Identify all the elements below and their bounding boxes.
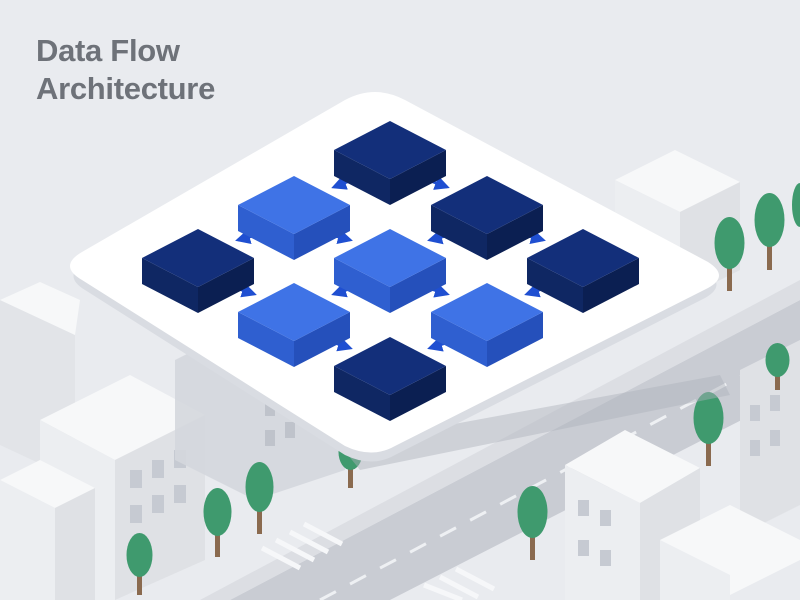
sidewalk [200,280,800,600]
tree-icon [792,183,800,227]
block-top-face [142,229,254,287]
crosswalk [260,521,496,600]
diagram-title: Data Flow Architecture [36,32,215,108]
title-line-2: Architecture [36,71,216,106]
block-top-face [527,229,639,287]
block-left-face [431,205,487,260]
flow-nodes [142,121,639,421]
block-left-face [334,366,390,421]
platform-shadow [340,375,730,470]
data-block-n4 [142,229,254,313]
tree-icon [754,193,785,270]
tree-icon [203,488,232,557]
block-left-face [431,312,487,367]
block-top-face [334,337,446,395]
block-top-face [431,176,543,234]
data-block-n6 [527,229,639,313]
data-block-n2 [238,176,350,260]
city-background [0,150,800,600]
data-block-n1 [334,121,446,205]
block-top-face [334,229,446,287]
block-right-face [390,150,446,205]
block-top-face [238,283,350,341]
tree-icon [693,392,724,466]
tree-icon [714,217,745,291]
data-block-n8 [431,283,543,367]
building-right-mid [740,340,800,535]
tree-icon [245,462,274,534]
data-block-n7 [238,283,350,367]
tree-icon [126,533,153,595]
block-top-face [238,176,350,234]
building-right-corner [660,505,800,600]
tree-icon [517,486,548,560]
building-left-bottom [0,460,95,600]
block-right-face [583,258,639,313]
block-right-face [390,258,446,313]
block-right-face [294,312,350,367]
block-top-face [431,283,543,341]
block-left-face [238,312,294,367]
title-line-1: Data Flow [36,33,180,68]
block-right-face [294,205,350,260]
block-left-face [527,258,583,313]
data-block-n3 [431,176,543,260]
block-left-face [142,258,198,313]
block-left-face [334,258,390,313]
data-block-n9 [334,337,446,421]
block-right-face [390,366,446,421]
block-top-face [334,121,446,179]
road-center-line [319,343,800,600]
data-block-n5 [334,229,446,313]
block-right-face [198,258,254,313]
tree-icon [765,343,790,390]
block-left-face [238,205,294,260]
block-right-face [487,312,543,367]
block-right-face [487,205,543,260]
block-left-face [334,150,390,205]
